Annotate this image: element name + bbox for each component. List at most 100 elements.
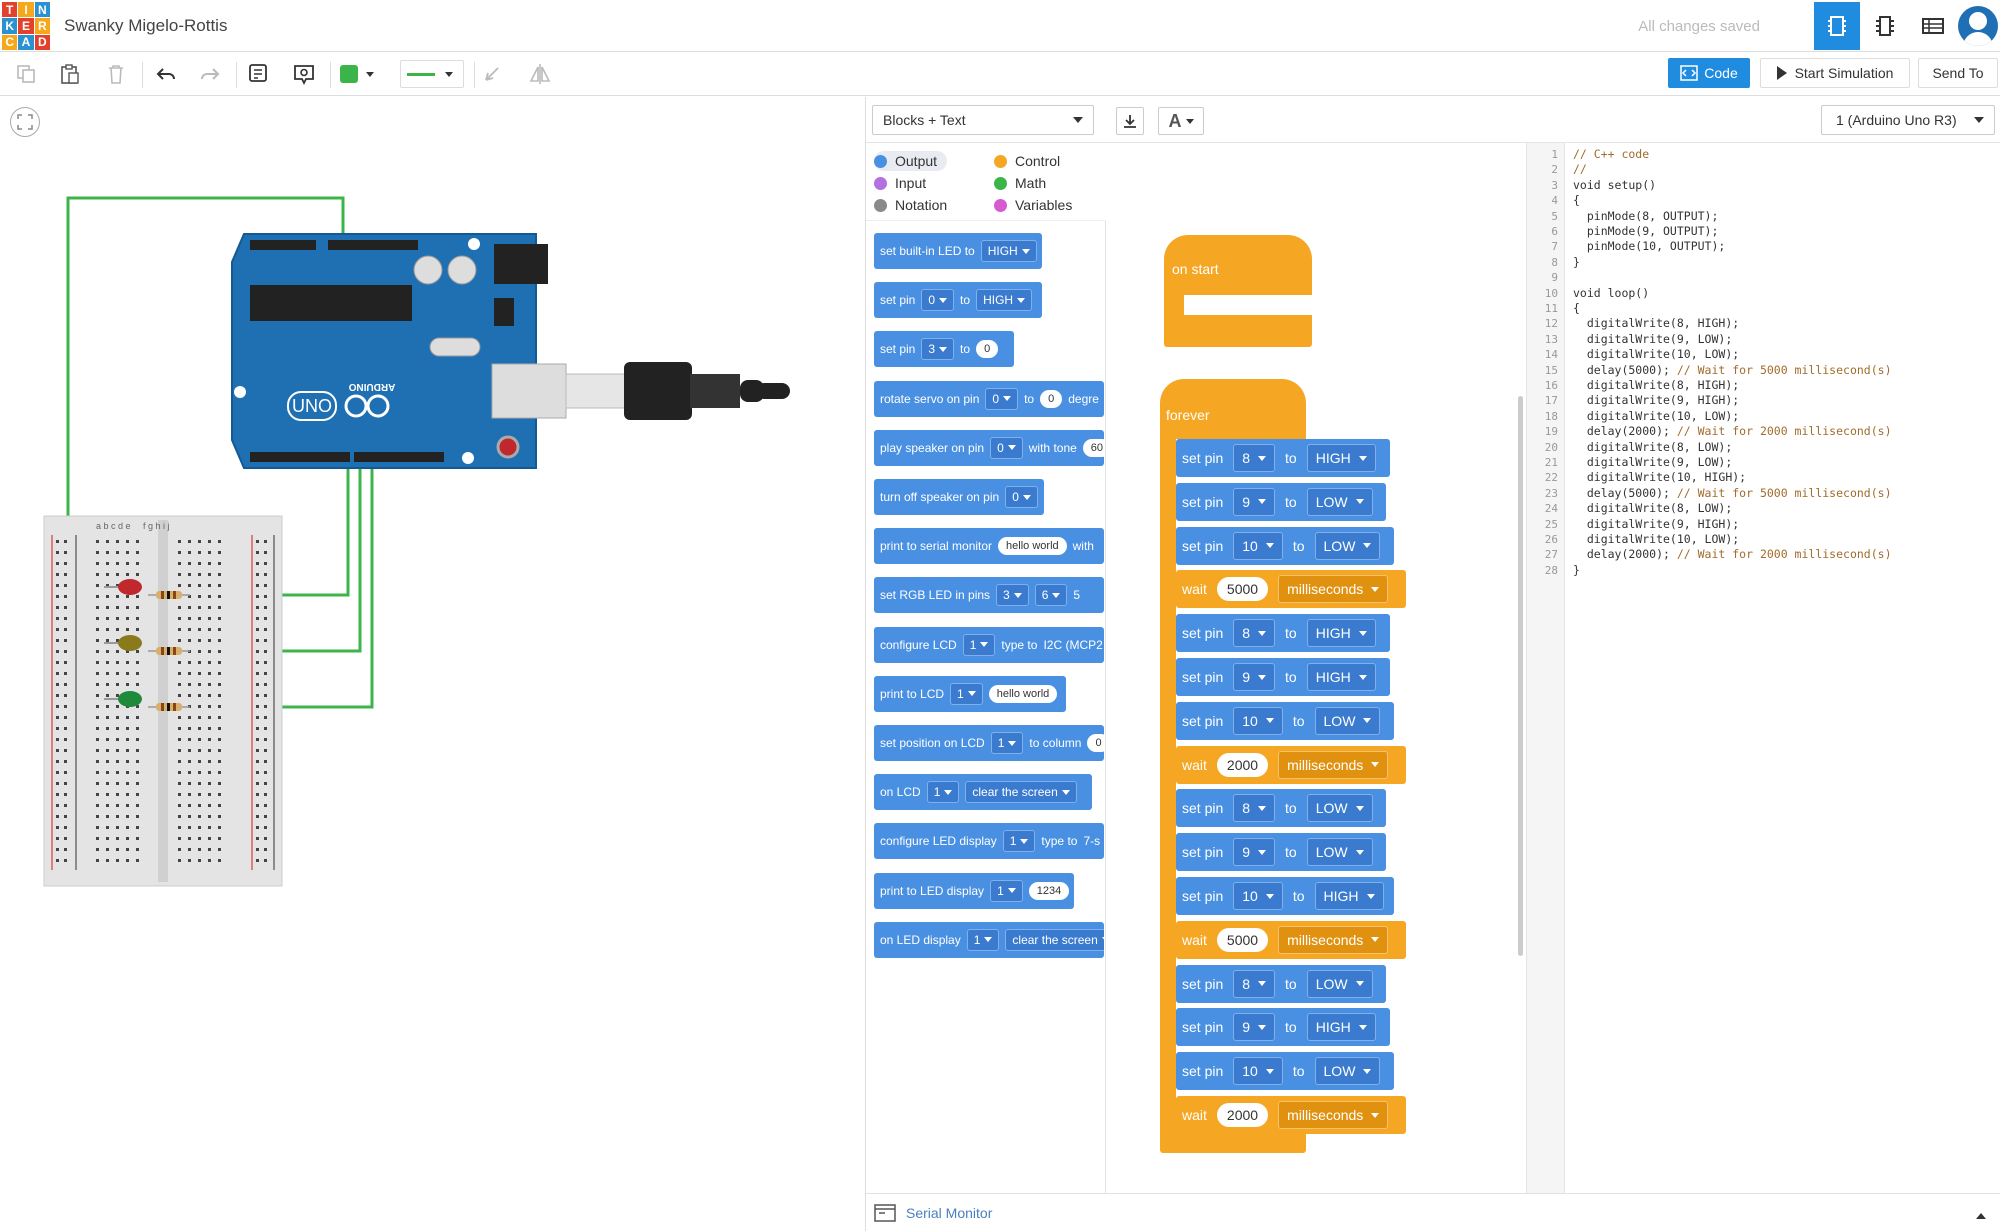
- download-code-button[interactable]: [1116, 107, 1144, 135]
- block-value-input[interactable]: 0: [1087, 734, 1104, 752]
- wait-value-input[interactable]: 5000: [1216, 577, 1269, 602]
- block-dropdown[interactable]: 0: [990, 436, 1023, 459]
- delete-button[interactable]: [102, 60, 130, 88]
- block-dropdown[interactable]: 1: [926, 781, 960, 804]
- pin-state-dropdown[interactable]: HIGH: [1306, 619, 1376, 648]
- pin-state-dropdown[interactable]: LOW: [1306, 794, 1373, 823]
- pin-dropdown[interactable]: 10: [1233, 882, 1283, 910]
- block-dropdown[interactable]: 1: [990, 879, 1023, 902]
- code-line[interactable]: }: [1573, 254, 1580, 269]
- block-dropdown[interactable]: 0: [921, 289, 955, 312]
- block-dropdown[interactable]: 1: [990, 732, 1024, 754]
- code-line[interactable]: }: [1573, 562, 1580, 577]
- block-dropdown[interactable]: 6: [1034, 584, 1068, 607]
- pin-dropdown[interactable]: 8: [1233, 444, 1276, 472]
- pin-dropdown[interactable]: 8: [1233, 794, 1276, 823]
- code-line[interactable]: digitalWrite(9, HIGH);: [1573, 516, 1740, 531]
- code-line[interactable]: digitalWrite(10, HIGH);: [1573, 470, 1747, 485]
- code-line[interactable]: pinMode(8, OUTPUT);: [1573, 208, 1719, 223]
- block-value-input[interactable]: hello world: [988, 684, 1058, 703]
- block-dropdown[interactable]: 1: [966, 928, 1000, 951]
- circuit-view-button[interactable]: [1814, 2, 1860, 50]
- circuit-workplane[interactable]: a b c d e f g h i j: [0, 97, 866, 1231]
- code-line[interactable]: digitalWrite(10, LOW);: [1573, 347, 1740, 362]
- code-line[interactable]: {: [1573, 193, 1580, 208]
- pin-dropdown[interactable]: 9: [1233, 838, 1276, 867]
- pin-dropdown[interactable]: 9: [1233, 1013, 1276, 1042]
- code-button[interactable]: Code: [1668, 58, 1750, 88]
- category-math[interactable]: Math: [994, 173, 1046, 193]
- pin-state-dropdown[interactable]: HIGH: [1314, 882, 1384, 910]
- circuit-diagram[interactable]: a b c d e f g h i j: [0, 97, 866, 1231]
- undo-button[interactable]: [152, 60, 180, 88]
- usb-cable[interactable]: [491, 362, 790, 420]
- wire-style-picker[interactable]: [400, 60, 464, 88]
- pin-state-dropdown[interactable]: HIGH: [1306, 444, 1376, 472]
- pin-dropdown[interactable]: 9: [1233, 487, 1276, 516]
- chevron-up-icon[interactable]: [1976, 1208, 1986, 1219]
- code-line[interactable]: delay(2000); // Wait for 2000 millisecon…: [1573, 424, 1892, 439]
- code-mode-select[interactable]: Blocks + Text: [872, 105, 1094, 135]
- serial-monitor-bar[interactable]: Serial Monitor: [866, 1193, 2000, 1231]
- pin-state-dropdown[interactable]: LOW: [1314, 1057, 1381, 1086]
- wait-value-input[interactable]: 5000: [1216, 927, 1269, 952]
- pin-dropdown[interactable]: 9: [1233, 663, 1276, 691]
- led-red[interactable]: [104, 579, 142, 595]
- code-line[interactable]: delay(2000); // Wait for 2000 millisecon…: [1573, 547, 1892, 562]
- time-unit-dropdown[interactable]: milliseconds: [1278, 1101, 1389, 1129]
- code-line[interactable]: delay(5000); // Wait for 5000 millisecon…: [1573, 362, 1892, 377]
- code-line[interactable]: {: [1573, 301, 1580, 315]
- led-green[interactable]: [104, 691, 142, 707]
- flip-button[interactable]: [526, 60, 554, 88]
- resistor-3[interactable]: [148, 703, 190, 711]
- block-dropdown[interactable]: HIGH: [976, 289, 1033, 312]
- arduino-uno-board[interactable]: UNO ARDUINO: [231, 233, 548, 469]
- pin-state-dropdown[interactable]: HIGH: [1306, 1013, 1376, 1042]
- block-text-input[interactable]: hello world: [998, 537, 1067, 556]
- category-output[interactable]: Output: [874, 151, 948, 171]
- schematic-view-button[interactable]: [1862, 2, 1908, 50]
- block-dropdown[interactable]: 3: [921, 338, 955, 361]
- wait-value-input[interactable]: 2000: [1216, 1103, 1269, 1127]
- block-dropdown[interactable]: clear the screen: [965, 781, 1077, 804]
- code-line[interactable]: digitalWrite(8, HIGH);: [1573, 378, 1740, 392]
- component-list-button[interactable]: [1910, 2, 1956, 50]
- block-value-input[interactable]: 1234: [1028, 881, 1070, 900]
- fit-view-button[interactable]: [10, 107, 40, 137]
- block-dropdown[interactable]: 0: [985, 387, 1019, 410]
- device-select[interactable]: 1 (Arduino Uno R3): [1821, 105, 1995, 135]
- code-line[interactable]: digitalWrite(8, LOW);: [1573, 501, 1733, 516]
- user-avatar[interactable]: [1958, 6, 1998, 46]
- start-simulation-button[interactable]: Start Simulation: [1760, 58, 1910, 88]
- pin-dropdown[interactable]: 10: [1233, 531, 1283, 560]
- category-input[interactable]: Input: [874, 173, 926, 193]
- block-dropdown[interactable]: 3: [996, 584, 1029, 607]
- block-dropdown[interactable]: 1: [950, 682, 983, 705]
- resistor-2[interactable]: [148, 647, 190, 655]
- pin-state-dropdown[interactable]: LOW: [1314, 531, 1381, 560]
- category-control[interactable]: Control: [994, 151, 1060, 171]
- code-line[interactable]: //: [1573, 162, 1587, 177]
- pin-dropdown[interactable]: 10: [1233, 706, 1283, 735]
- notes-button[interactable]: [244, 60, 272, 88]
- code-line[interactable]: void loop(): [1573, 285, 1650, 300]
